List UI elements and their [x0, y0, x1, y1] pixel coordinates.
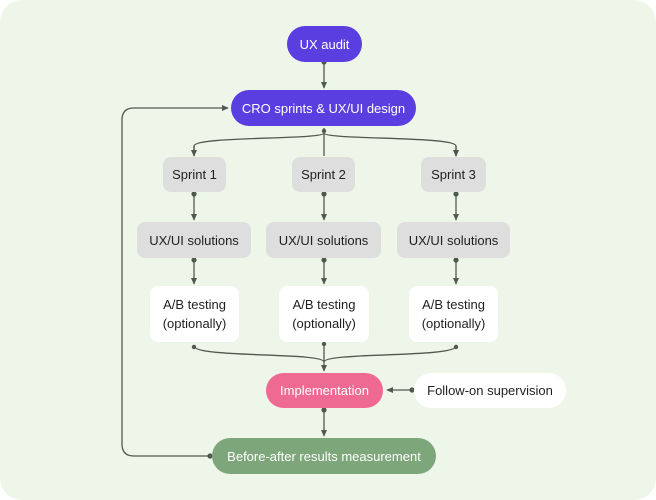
node-sprint-3: Sprint 3 [421, 157, 486, 192]
link-tests-impl [193, 344, 457, 371]
ab-testing-2-line1: A/B testing [292, 297, 356, 312]
node-uxui-solutions-2: UX/UI solutions [266, 222, 381, 258]
node-ux-audit: UX audit [287, 26, 362, 62]
link-measure-loop [121, 104, 229, 459]
ab-testing-2-line2: (optionally) [292, 316, 356, 331]
node-before-after-measurement: Before-after results measurement [212, 438, 436, 474]
node-follow-on-supervision: Follow-on supervision [414, 373, 566, 408]
ab-testing-3-line2: (optionally) [421, 316, 486, 331]
ab-testing-1-line2: (optionally) [162, 316, 227, 331]
node-ab-testing-2: A/B testing (optionally) [279, 286, 369, 342]
node-sprint-1: Sprint 1 [163, 157, 226, 192]
ab-testing-1-line1: A/B testing [163, 297, 226, 312]
node-sprint-2: Sprint 2 [292, 157, 355, 192]
node-ab-testing-1: A/B testing (optionally) [150, 286, 239, 342]
node-implementation: Implementation [266, 373, 383, 408]
ab-testing-3-line1: A/B testing [422, 297, 485, 312]
node-ab-testing-3: A/B testing (optionally) [409, 286, 498, 342]
node-cro-sprints: CRO sprints & UX/UI design [231, 90, 416, 126]
node-uxui-solutions-3: UX/UI solutions [397, 222, 510, 258]
node-uxui-solutions-1: UX/UI solutions [137, 222, 251, 258]
